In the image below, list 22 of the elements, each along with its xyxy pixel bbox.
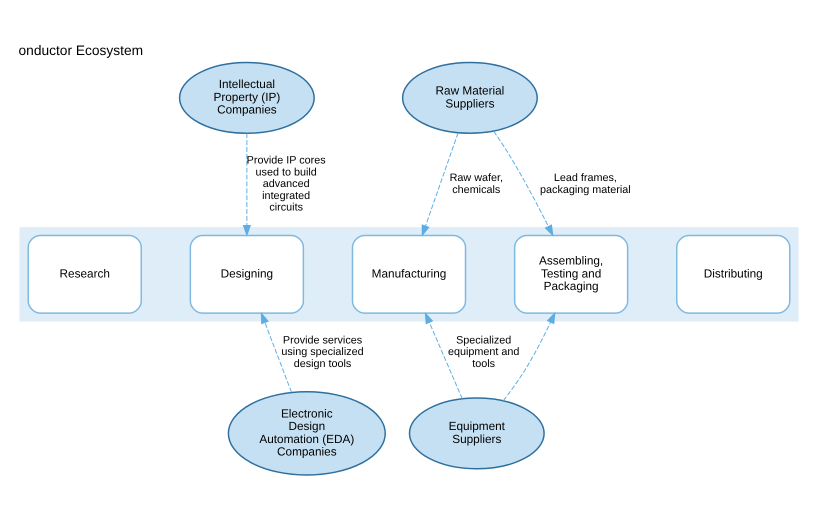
- edge-label: Provide services using specialized design tools: [281, 334, 364, 370]
- cluster: [19, 227, 799, 322]
- node-box: Designing: [190, 234, 304, 314]
- arrow: [424, 312, 463, 400]
- arrow: [493, 130, 554, 237]
- node-box: Assembling, Testing and Packaging: [514, 234, 628, 314]
- edge-label: Lead frames, packaging material: [540, 172, 631, 196]
- edge-label: Raw wafer, chemicals: [450, 172, 504, 196]
- node-ellipse: Raw Material Suppliers: [402, 62, 538, 134]
- edge-label: Specialized equipment and tools: [448, 334, 520, 370]
- node-ellipse: Intellectual Property (IP) Companies: [178, 62, 315, 134]
- diagram-title: onductor Ecosystem: [18, 42, 144, 58]
- node-ellipse: Equipment Suppliers: [408, 397, 545, 470]
- node-box: Research: [28, 234, 142, 314]
- arrow: [502, 312, 556, 402]
- node-ellipse: Electronic Design Automation (EDA) Companies: [228, 391, 386, 476]
- edge-label: Provide IP cores used to build advanced integrated circuits: [246, 154, 326, 214]
- node-box: Manufacturing: [352, 234, 466, 314]
- arrow: [422, 132, 459, 237]
- node-box: Distributing: [676, 234, 790, 314]
- arrow: [242, 132, 251, 237]
- arrow: [260, 312, 292, 393]
